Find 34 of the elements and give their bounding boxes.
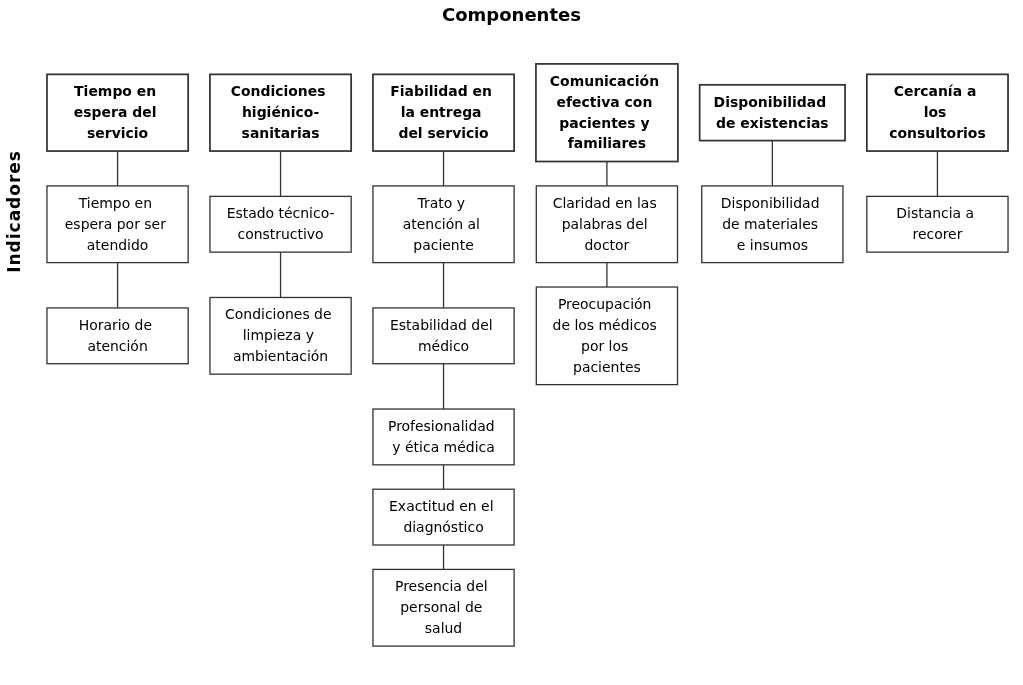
node-box: Disponibilidad de materiales e insumos (701, 185, 844, 264)
connector (442, 261, 445, 309)
connector (279, 150, 282, 198)
axis-label: Indicadores (4, 150, 24, 273)
connector (771, 139, 773, 187)
connector (606, 261, 608, 288)
node-box: Presencia del personal de salud (372, 568, 515, 647)
node-box: Tiempo en espera por ser atendido (46, 185, 189, 264)
connector (606, 160, 608, 187)
node-box: Preocupación de los médicos por los pacientes (535, 286, 679, 386)
connector (442, 544, 445, 571)
node-box: Fiabilidad en la entrega del servicio (372, 73, 515, 152)
node-box: Tiempo en espera del servicio (46, 73, 190, 152)
node-box: Condiciones de limpieza y ambientación (209, 296, 352, 375)
node-box: Claridad en las palabras del doctor (535, 185, 679, 264)
diagram-title: Componentes (441, 4, 582, 25)
node-box: Comunicación efectiva con pacientes y familiares (535, 63, 679, 163)
node-box: Exactitud en el diagnóstico (372, 488, 515, 546)
node-box: Condiciones higiénico-sanitarias (209, 73, 352, 152)
node-box: Estabilidad del médico (372, 307, 515, 365)
node-box: Trato y atención al paciente (372, 185, 515, 264)
connector (442, 464, 445, 490)
connector (442, 363, 445, 410)
node-box: Disponibilidad de existencias (698, 83, 846, 142)
connector (936, 150, 939, 198)
connector (442, 150, 445, 187)
connector (116, 261, 119, 309)
node-box: Cercanía a los consultorios (865, 73, 1009, 152)
connector (279, 251, 282, 299)
node-box: Estado técnico-constructivo (209, 195, 352, 253)
node-box: Profesionalidad y ética médica (372, 408, 515, 466)
node-box: Distancia a recorer (866, 195, 1009, 253)
node-box: Horario de atención (46, 307, 189, 365)
connector (116, 150, 119, 187)
